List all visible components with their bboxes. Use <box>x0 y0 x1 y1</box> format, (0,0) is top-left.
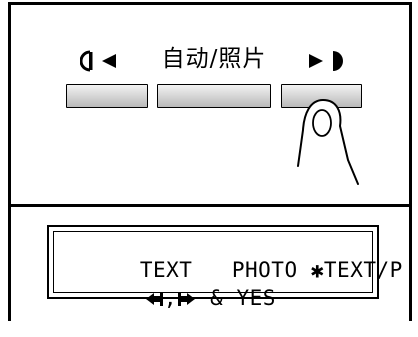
control-panel-diagram: 自动/照片 TEXT PHOTO ✱TEXT/P , & YES <box>8 2 412 321</box>
divider-line <box>8 204 412 207</box>
option-text-photo: TEXT/P <box>323 258 403 282</box>
lcd-line-1: TEXT PHOTO ✱TEXT/P <box>61 231 403 309</box>
key-separator: , <box>163 286 178 310</box>
lcd-line-2: , & YES <box>65 259 276 337</box>
selected-marker: ✱ <box>310 257 325 283</box>
outer-frame <box>8 2 412 321</box>
mode-label: 自动/照片 <box>161 46 267 72</box>
right-key-icon <box>178 292 196 306</box>
option-text: TEXT <box>139 258 193 282</box>
confirm-text: & YES <box>197 286 276 310</box>
pointing-finger-icon <box>297 99 359 185</box>
lcd-inner-border <box>53 231 373 293</box>
right-button[interactable] <box>281 84 362 108</box>
half-moon-left-arrow-icon <box>80 50 116 72</box>
lcd-display: TEXT PHOTO ✱TEXT/P , & YES <box>47 225 402 310</box>
auto-photo-button[interactable] <box>157 84 271 108</box>
left-key-icon <box>145 292 163 306</box>
right-arrow-half-moon-icon <box>309 51 343 71</box>
left-button[interactable] <box>66 84 148 108</box>
option-photo: PHOTO <box>231 258 298 282</box>
